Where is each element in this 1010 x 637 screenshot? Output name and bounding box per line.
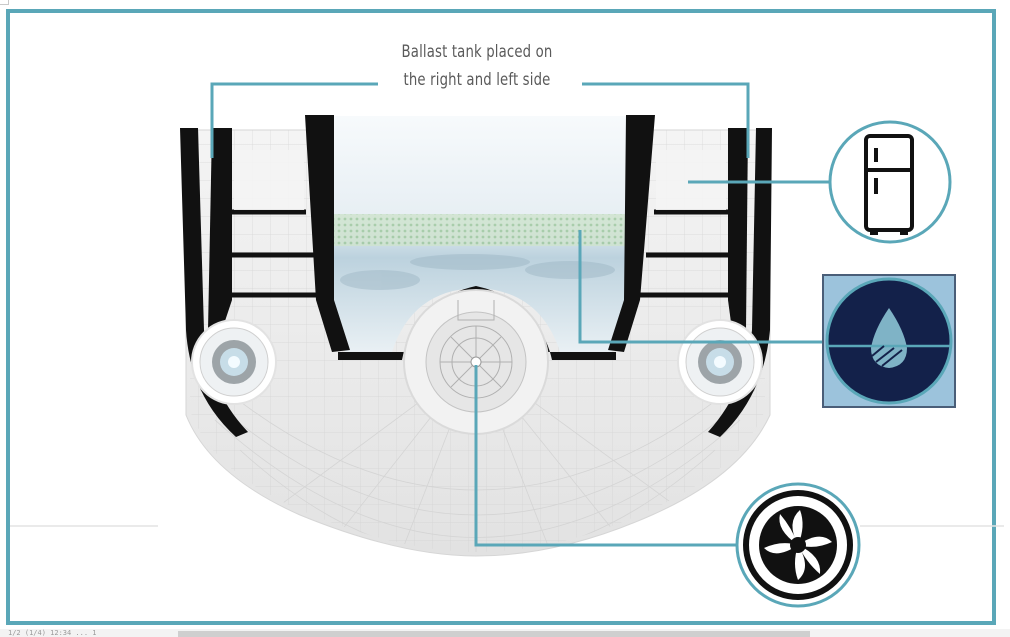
left-thruster — [192, 320, 276, 404]
caption-line-2: the right and left side — [395, 66, 559, 94]
right-thruster — [678, 320, 762, 404]
water-level-icon — [823, 275, 955, 407]
ballast-tank-caption: Ballast tank placed on the right and lef… — [395, 38, 559, 94]
footer-text: 1/2 (1/4) 12:34 ... 1 — [8, 629, 97, 637]
caption-line-1: Ballast tank placed on — [395, 38, 559, 66]
refrigerator-icon — [830, 122, 950, 242]
horizontal-scrollbar[interactable] — [178, 631, 810, 637]
fan-icon — [737, 484, 859, 606]
